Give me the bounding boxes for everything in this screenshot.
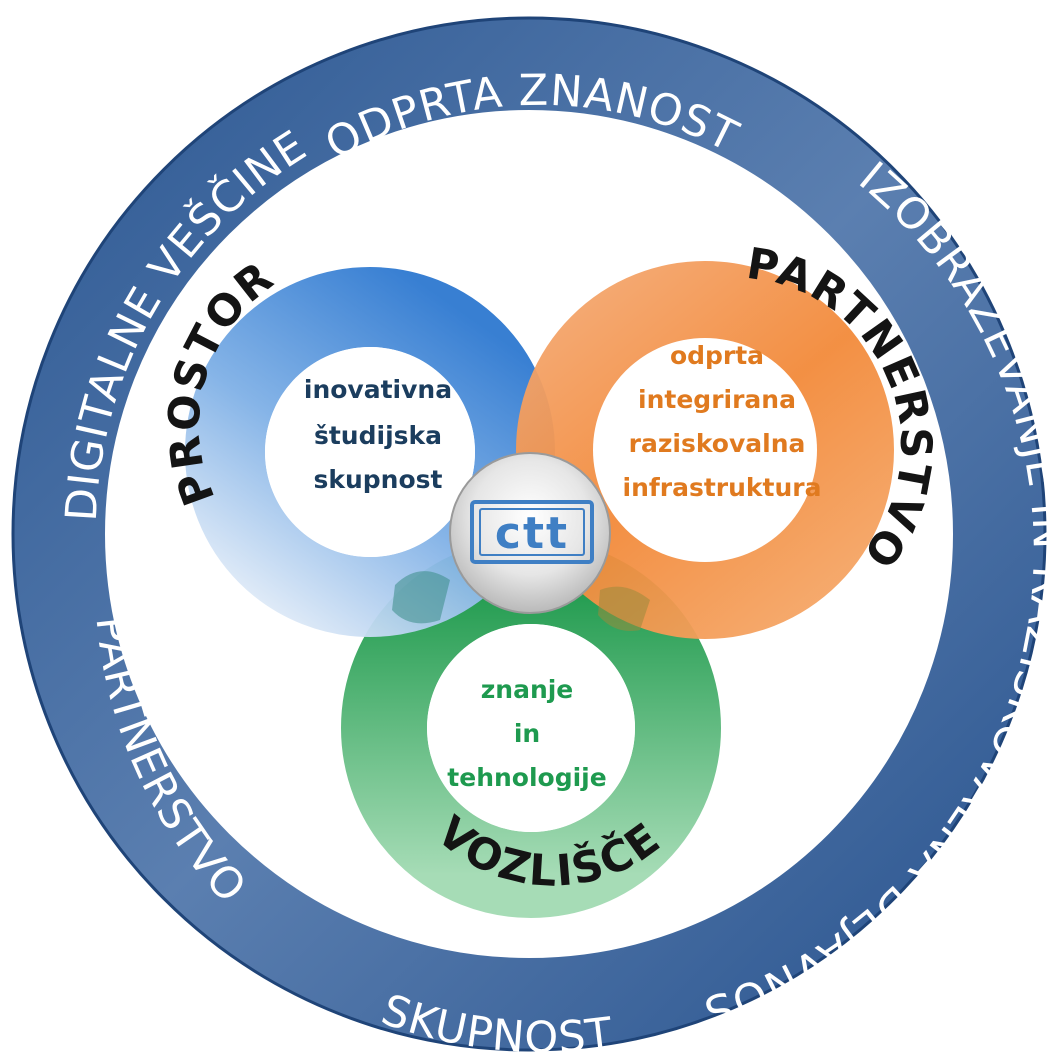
vozlisce-line-1: znanje xyxy=(481,675,574,704)
partnerstvo-text: odprta integrirana raziskovalna infrastr… xyxy=(623,341,822,502)
prostor-inner xyxy=(265,347,475,557)
partnerstvo-line-2: integrirana xyxy=(638,385,796,414)
prostor-text: inovativna študijska skupnost xyxy=(304,375,452,494)
partnerstvo-ring xyxy=(516,261,894,639)
overlap-blue-green xyxy=(392,571,450,624)
vozlisce-line-3: tehnologije xyxy=(447,763,606,792)
vozlisce-inner xyxy=(427,624,635,832)
vozlisce-line-2: in xyxy=(514,719,540,748)
outer-ring-edge xyxy=(11,16,1047,1052)
ctt-logo: ctt xyxy=(470,500,594,564)
partnerstvo-line-3: raziskovalna xyxy=(629,429,806,458)
ctt-logo-text: ctt xyxy=(495,508,569,559)
partnerstvo-inner xyxy=(593,338,817,562)
partnerstvo-line-1: odprta xyxy=(670,341,764,370)
vozlisce-text: znanje in tehnologije xyxy=(447,675,606,792)
overlap-orange-green xyxy=(598,586,650,631)
prostor-line-3: skupnost xyxy=(313,465,442,494)
outer-ring xyxy=(13,18,1045,1050)
prostor-line-1: inovativna xyxy=(304,375,452,404)
partnerstvo-line-4: infrastruktura xyxy=(623,473,822,502)
prostor-line-2: študijska xyxy=(314,421,442,450)
center-disc xyxy=(449,452,611,614)
prostor-ring xyxy=(185,267,555,637)
